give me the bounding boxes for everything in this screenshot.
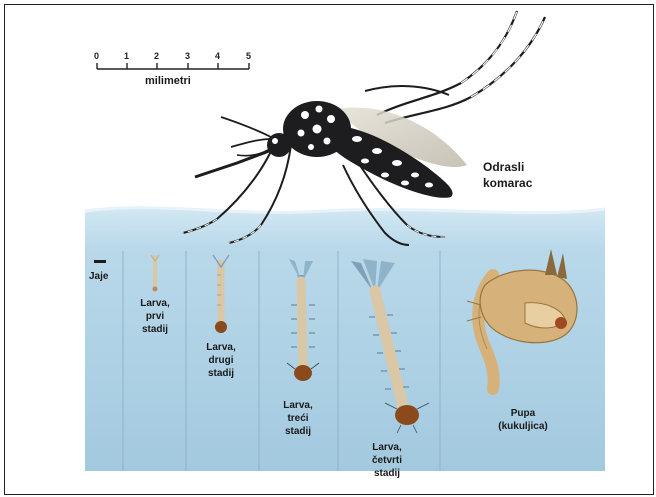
scale-tick-5: 5 — [246, 51, 251, 61]
diagram-artwork — [5, 5, 653, 494]
egg-label: Jaje — [89, 270, 108, 283]
lifecycle-diagram: 0 1 2 3 4 5 milimetri Odrasli komarac Ja… — [4, 4, 654, 495]
pupa-label: Pupa (kukuljica) — [491, 407, 555, 433]
larva-third-stage-label: Larva, treći stadij — [276, 399, 320, 438]
scale-bar — [97, 63, 249, 69]
larva-second-stage-label: Larva, drugi stadij — [199, 341, 243, 380]
scale-unit-label: milimetri — [145, 75, 191, 88]
scale-tick-4: 4 — [215, 51, 220, 61]
egg-icon — [94, 260, 106, 263]
adult-mosquito-label: Odrasli komarac — [483, 159, 532, 191]
larva-fourth-stage-label: Larva, četvrti stadij — [363, 441, 411, 480]
scale-tick-2: 2 — [154, 51, 159, 61]
scale-tick-0: 0 — [94, 51, 99, 61]
scale-tick-3: 3 — [185, 51, 190, 61]
larva-first-stage-label: Larva, prvi stadij — [133, 297, 177, 336]
scale-tick-1: 1 — [124, 51, 129, 61]
